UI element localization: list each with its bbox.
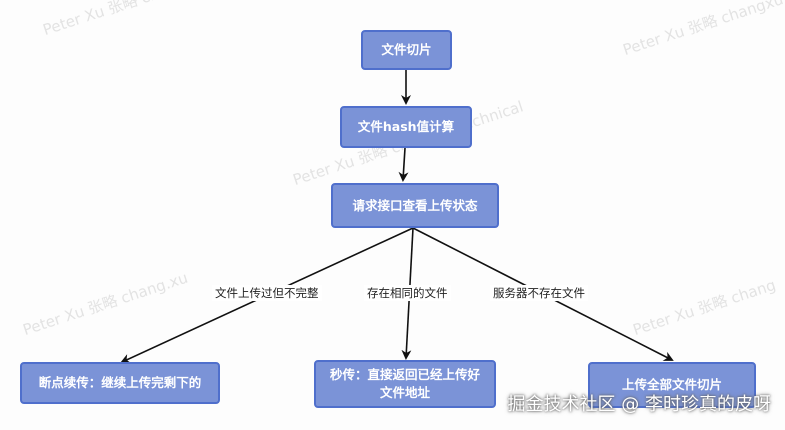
edge-label-not-exist: 服务器不存在文件 xyxy=(490,285,588,301)
edge-label-same-file: 存在相同的文件 xyxy=(364,285,451,301)
node-query-status-label: 请求接口查看上传状态 xyxy=(352,197,478,213)
footer-credit: 掘金技术社区 @ 李时珍真的皮呀 xyxy=(507,394,771,415)
node-file-slice-label: 文件切片 xyxy=(381,42,432,57)
node-resume-upload: 断点续传：继续上传完剩下的 xyxy=(20,362,220,404)
node-file-slice: 文件切片 xyxy=(361,30,452,70)
node-hash-calc: 文件hash值计算 xyxy=(340,106,472,148)
node-resume-upload-label: 断点续传：继续上传完剩下的 xyxy=(38,375,202,390)
node-upload-all: 上传全部文件切片 xyxy=(588,362,756,408)
node-query-status: 请求接口查看上传状态 xyxy=(331,183,499,228)
edge-label-incomplete: 文件上传过但不完整 xyxy=(212,285,322,301)
node-instant-upload: 秒传：直接返回已经上传好 文件地址 xyxy=(314,360,496,408)
node-hash-calc-label: 文件hash值计算 xyxy=(357,119,455,134)
node-instant-upload-line1: 秒传：直接返回已经上传好 xyxy=(329,367,480,382)
node-instant-upload-line2: 文件地址 xyxy=(379,385,430,400)
edge-hash-to-query xyxy=(398,147,409,182)
node-upload-all-label: 上传全部文件切片 xyxy=(621,377,722,392)
